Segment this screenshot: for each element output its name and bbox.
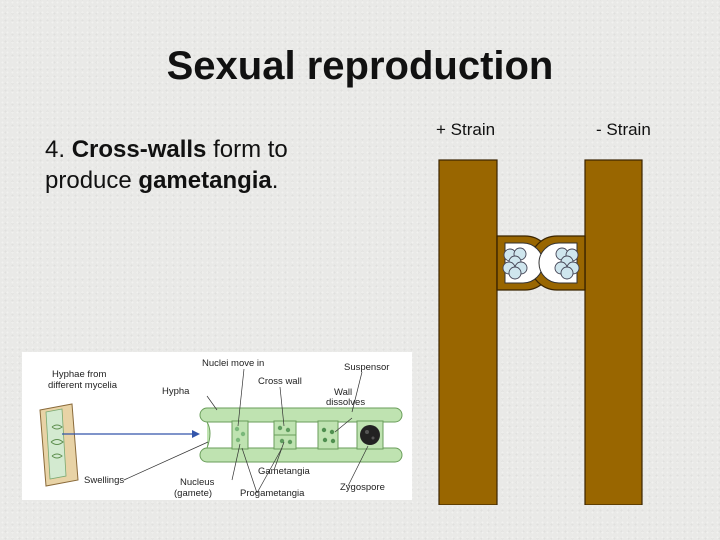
label-wall: Wall <box>334 387 352 398</box>
label-swellings: Swellings <box>84 475 124 486</box>
label-hyphae-from: Hyphae from <box>52 369 106 380</box>
term-cross-walls: Cross-walls <box>71 136 207 163</box>
label-different-mycelia: different mycelia <box>48 380 118 391</box>
plus-strain-hypha <box>438 159 498 505</box>
label-gamete: (gamete) <box>174 488 212 499</box>
plus-strain-label: + Strain <box>436 120 496 139</box>
label-nuclei-move-in: Nuclei move in <box>202 358 264 369</box>
label-zygospore: Zygospore <box>340 482 385 493</box>
term-gametangia: gametangia <box>138 167 272 194</box>
step-number: 4. <box>45 136 66 163</box>
label-suspensor: Suspensor <box>344 362 389 373</box>
label-progametangia: Progametangia <box>240 488 305 499</box>
body-text-part1: form to produce <box>45 136 288 194</box>
minus-strain-label: - Strain <box>596 120 651 139</box>
minus-nuclei <box>554 247 580 280</box>
label-gametangia: Gametangia <box>258 466 310 477</box>
slide-title: Sexual reproduction <box>166 44 554 88</box>
label-dissolves: dissolves <box>326 397 365 408</box>
label-nucleus: Nucleus <box>180 477 215 488</box>
upper-hypha <box>199 407 403 423</box>
minus-strain-hypha <box>584 159 643 505</box>
label-hypha: Hypha <box>162 386 190 397</box>
zygospore-formation-diagram: Hyphae from different mycelia Nuclei mov… <box>22 352 412 500</box>
lower-hypha <box>199 447 403 463</box>
plus-nuclei <box>502 247 528 280</box>
body-text-part2: . <box>271 167 279 194</box>
zygospore-body <box>360 425 380 445</box>
hyphae-diagram <box>438 159 643 505</box>
swellings-stage <box>206 421 211 449</box>
slide-body-text: 4. Cross-walls form to produce gametangi… <box>45 134 365 196</box>
label-cross-wall: Cross wall <box>258 376 302 387</box>
